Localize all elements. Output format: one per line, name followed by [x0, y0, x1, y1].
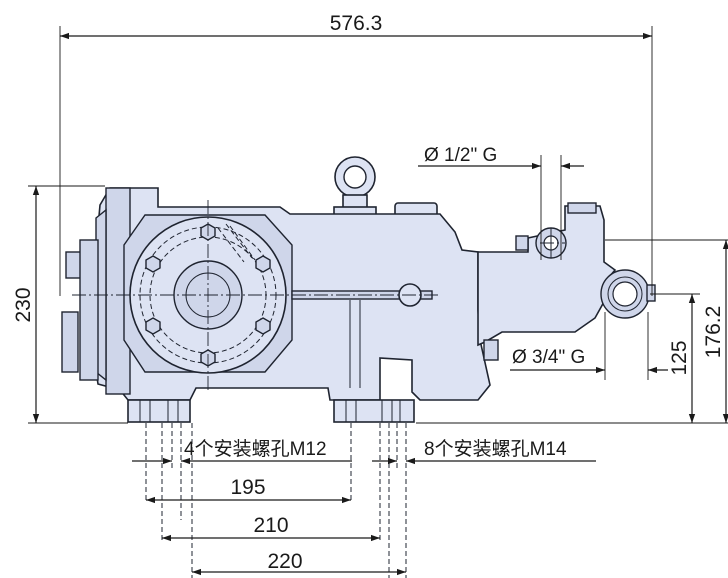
dim-overall-length-value: 576.3 — [330, 12, 383, 35]
dim-outlet-height-value: 176.2 — [702, 306, 725, 359]
dim-spacing-220: 220 — [192, 550, 406, 576]
side-bolt — [61, 311, 79, 373]
callout-inlet-thread: Ø 3/4" G — [510, 347, 668, 374]
dim-inlet-height-value: 125 — [668, 340, 691, 375]
manifold-block — [477, 205, 617, 347]
mount-holes-m14-label: 8个安装螺孔M14 — [424, 438, 567, 460]
callout-mount-m14: 8个安装螺孔M14 — [372, 438, 596, 465]
dim-overall-height-value: 230 — [12, 287, 35, 322]
dim-inlet-height: 125 — [668, 294, 696, 423]
outlet-thread-label: Ø 1/2" G — [424, 145, 497, 166]
dim-outlet-height: 176.2 — [702, 240, 728, 423]
callout-mount-m12: 4个安装螺孔M12 — [132, 438, 352, 465]
callout-outlet-thread: Ø 1/2" G — [418, 145, 584, 170]
dim-spacing-210-value: 210 — [253, 514, 288, 537]
lifting-eye — [333, 156, 377, 216]
dim-overall-height: 230 — [12, 186, 40, 423]
dim-spacing-210: 210 — [162, 514, 380, 542]
mounting-feet — [127, 399, 415, 423]
dim-spacing-195-value: 195 — [230, 476, 265, 499]
dim-spacing-220-value: 220 — [267, 550, 302, 573]
cover-bolts — [145, 223, 271, 367]
pump-body — [61, 156, 656, 423]
dim-spacing-195: 195 — [146, 476, 351, 504]
inlet-thread-label: Ø 3/4" G — [512, 347, 585, 368]
mount-holes-m12-label: 4个安装螺孔M12 — [184, 438, 327, 460]
dim-overall-length: 576.3 — [60, 12, 652, 40]
